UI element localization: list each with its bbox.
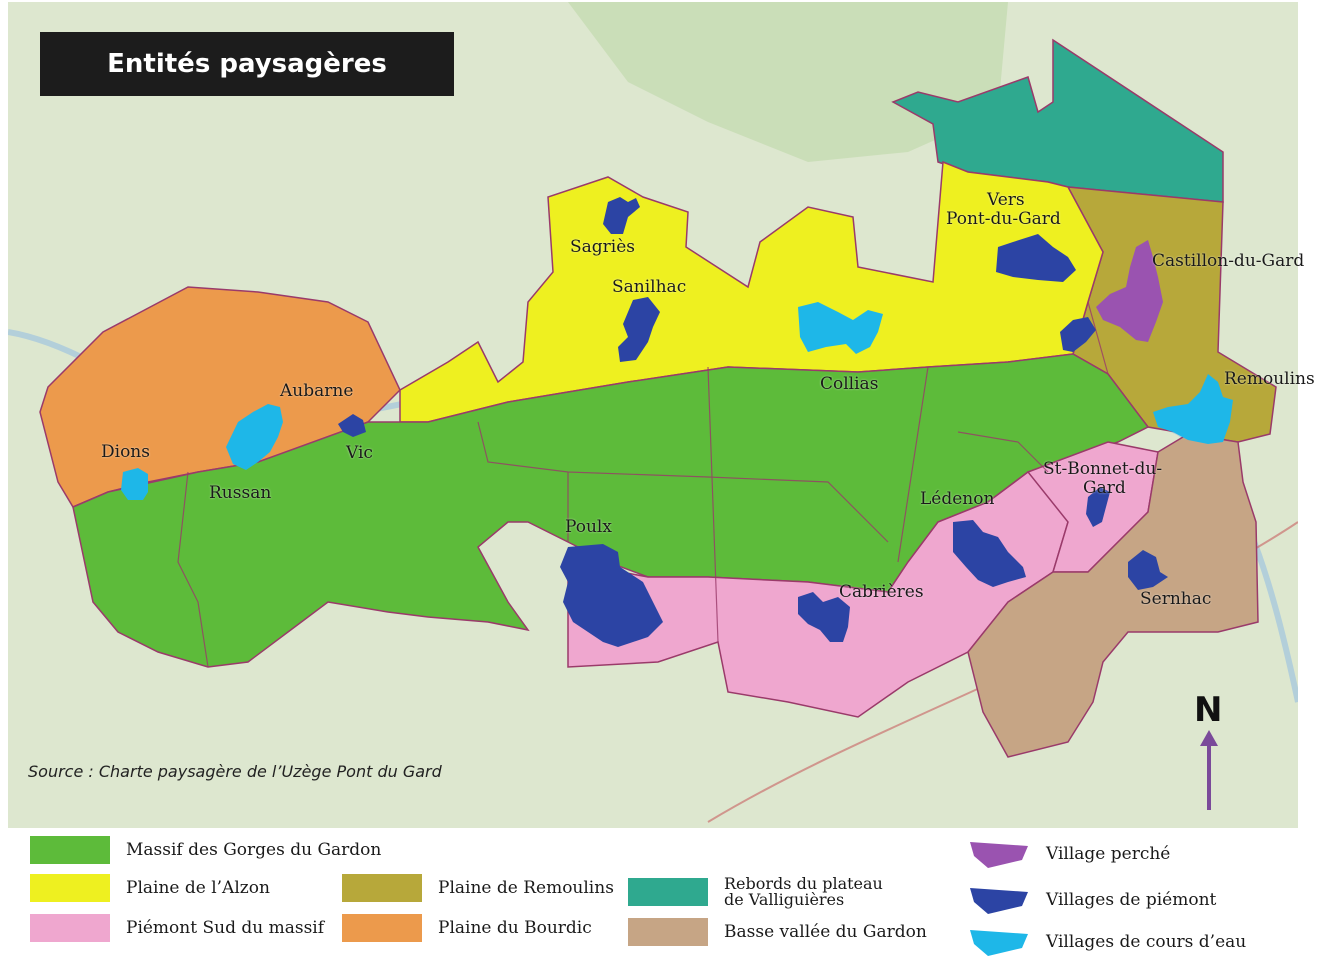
legend-label-alzon: Plaine de l’Alzon	[126, 878, 270, 898]
place-label-dions: Dions	[101, 442, 150, 462]
village-collias	[798, 302, 883, 354]
landscape-map: Entités paysagères Sagriès Sanilhac Vers…	[8, 2, 1315, 828]
map-legend: Massif des Gorges du Gardon Plaine de l’…	[0, 828, 1338, 957]
village-sernhac	[1128, 550, 1168, 590]
place-label-vers: Vers	[987, 190, 1025, 210]
village-castillon-small	[1060, 317, 1096, 352]
village-sagries	[603, 197, 640, 234]
place-label-aubarne: Aubarne	[280, 381, 354, 401]
village-perche-castillon	[1096, 240, 1163, 342]
village-st-bonnet	[1086, 487, 1110, 527]
place-label-st-bonnet: St-Bonnet-du-	[1043, 459, 1163, 479]
legend-swatch-piemont	[30, 914, 110, 942]
legend-swatch-rebords	[628, 878, 708, 906]
map-canvas	[8, 2, 1298, 828]
forest-hills-north	[568, 2, 1008, 162]
legend-swatch-bourdic	[342, 914, 422, 942]
legend-label-piemont: Piémont Sud du massif	[126, 918, 325, 938]
place-label-sanilhac: Sanilhac	[612, 277, 687, 297]
north-label: N	[1194, 690, 1223, 730]
place-label-sernhac: Sernhac	[1140, 589, 1212, 609]
legend-swatch-villages-piemont	[970, 888, 1028, 914]
legend-swatch-village-perche	[970, 842, 1028, 868]
legend-label-basse-vallee: Basse vallée du Gardon	[724, 922, 927, 942]
legend-item-villages-piemont: Villages de piémont	[968, 884, 1216, 916]
village-russan	[226, 404, 283, 470]
entity-basse-vallee	[967, 433, 1259, 758]
legend-label-remoulins: Plaine de Remoulins	[438, 878, 614, 898]
legend-item-village-perche: Village perché	[968, 838, 1170, 870]
legend-swatch-alzon	[30, 874, 110, 902]
legend-label-village-perche: Village perché	[1046, 844, 1171, 864]
legend-item-bourdic: Plaine du Bourdic	[342, 914, 592, 942]
place-label-castillon-du-gard: Castillon-du-Gard	[1152, 251, 1305, 271]
legend-item-basse-vallee: Basse vallée du Gardon	[628, 918, 927, 946]
legend-swatch-remoulins	[342, 874, 422, 902]
legend-label-villages-piemont: Villages de piémont	[1046, 890, 1217, 910]
villages-eau	[121, 302, 1233, 500]
legend-swatch-massif	[30, 836, 110, 864]
legend-label-rebords: Rebords du plateau de Valliguières	[724, 876, 904, 908]
legend-label-rebords-line2: de Valliguières	[724, 890, 845, 909]
village-poulx	[560, 544, 663, 647]
village-ledenon	[953, 520, 1026, 587]
legend-label-villages-eau: Villages de cours d’eau	[1046, 932, 1247, 952]
village-vers	[996, 234, 1076, 282]
village-cabrieres	[798, 592, 850, 642]
legend-item-rebords: Rebords du plateau de Valliguières	[628, 876, 904, 908]
legend-item-alzon: Plaine de l’Alzon	[30, 874, 270, 902]
source-caption: Source : Charte paysagère de l’Uzège Pon…	[28, 762, 442, 781]
legend-item-massif: Massif des Gorges du Gardon	[30, 836, 381, 864]
village-sanilhac	[618, 297, 660, 362]
place-label-ledenon: Lédenon	[920, 489, 995, 509]
commune-boundaries	[177, 301, 1109, 668]
legend-item-villages-eau: Villages de cours d’eau	[968, 926, 1246, 958]
legend-label-rebords-line1: Rebords du plateau	[724, 874, 883, 893]
village-dions	[121, 468, 148, 500]
legend-item-piemont: Piémont Sud du massif	[30, 914, 324, 942]
north-arrow-icon	[1200, 730, 1218, 810]
place-label-poulx: Poulx	[565, 517, 612, 537]
village-remoulins	[1153, 374, 1233, 444]
villages-piemont	[338, 197, 1168, 647]
village-vic	[338, 414, 366, 437]
legend-swatch-basse-vallee	[628, 918, 708, 946]
place-label-collias: Collias	[820, 374, 879, 394]
legend-label-bourdic: Plaine du Bourdic	[438, 918, 592, 938]
legend-swatch-villages-eau	[970, 930, 1028, 956]
legend-item-remoulins: Plaine de Remoulins	[342, 874, 614, 902]
place-label-russan: Russan	[209, 483, 272, 503]
place-label-pont-du-gard: Pont-du-Gard	[946, 209, 1061, 229]
place-label-sagries: Sagriès	[570, 237, 636, 257]
legend-label-massif: Massif des Gorges du Gardon	[126, 840, 382, 860]
place-label-cabrieres: Cabrières	[839, 582, 924, 602]
place-label-vic: Vic	[346, 443, 373, 463]
map-title: Entités paysagères	[40, 32, 454, 96]
place-label-st-bonnet-gard: Gard	[1083, 478, 1126, 498]
place-label-remoulins: Remoulins	[1224, 369, 1315, 389]
